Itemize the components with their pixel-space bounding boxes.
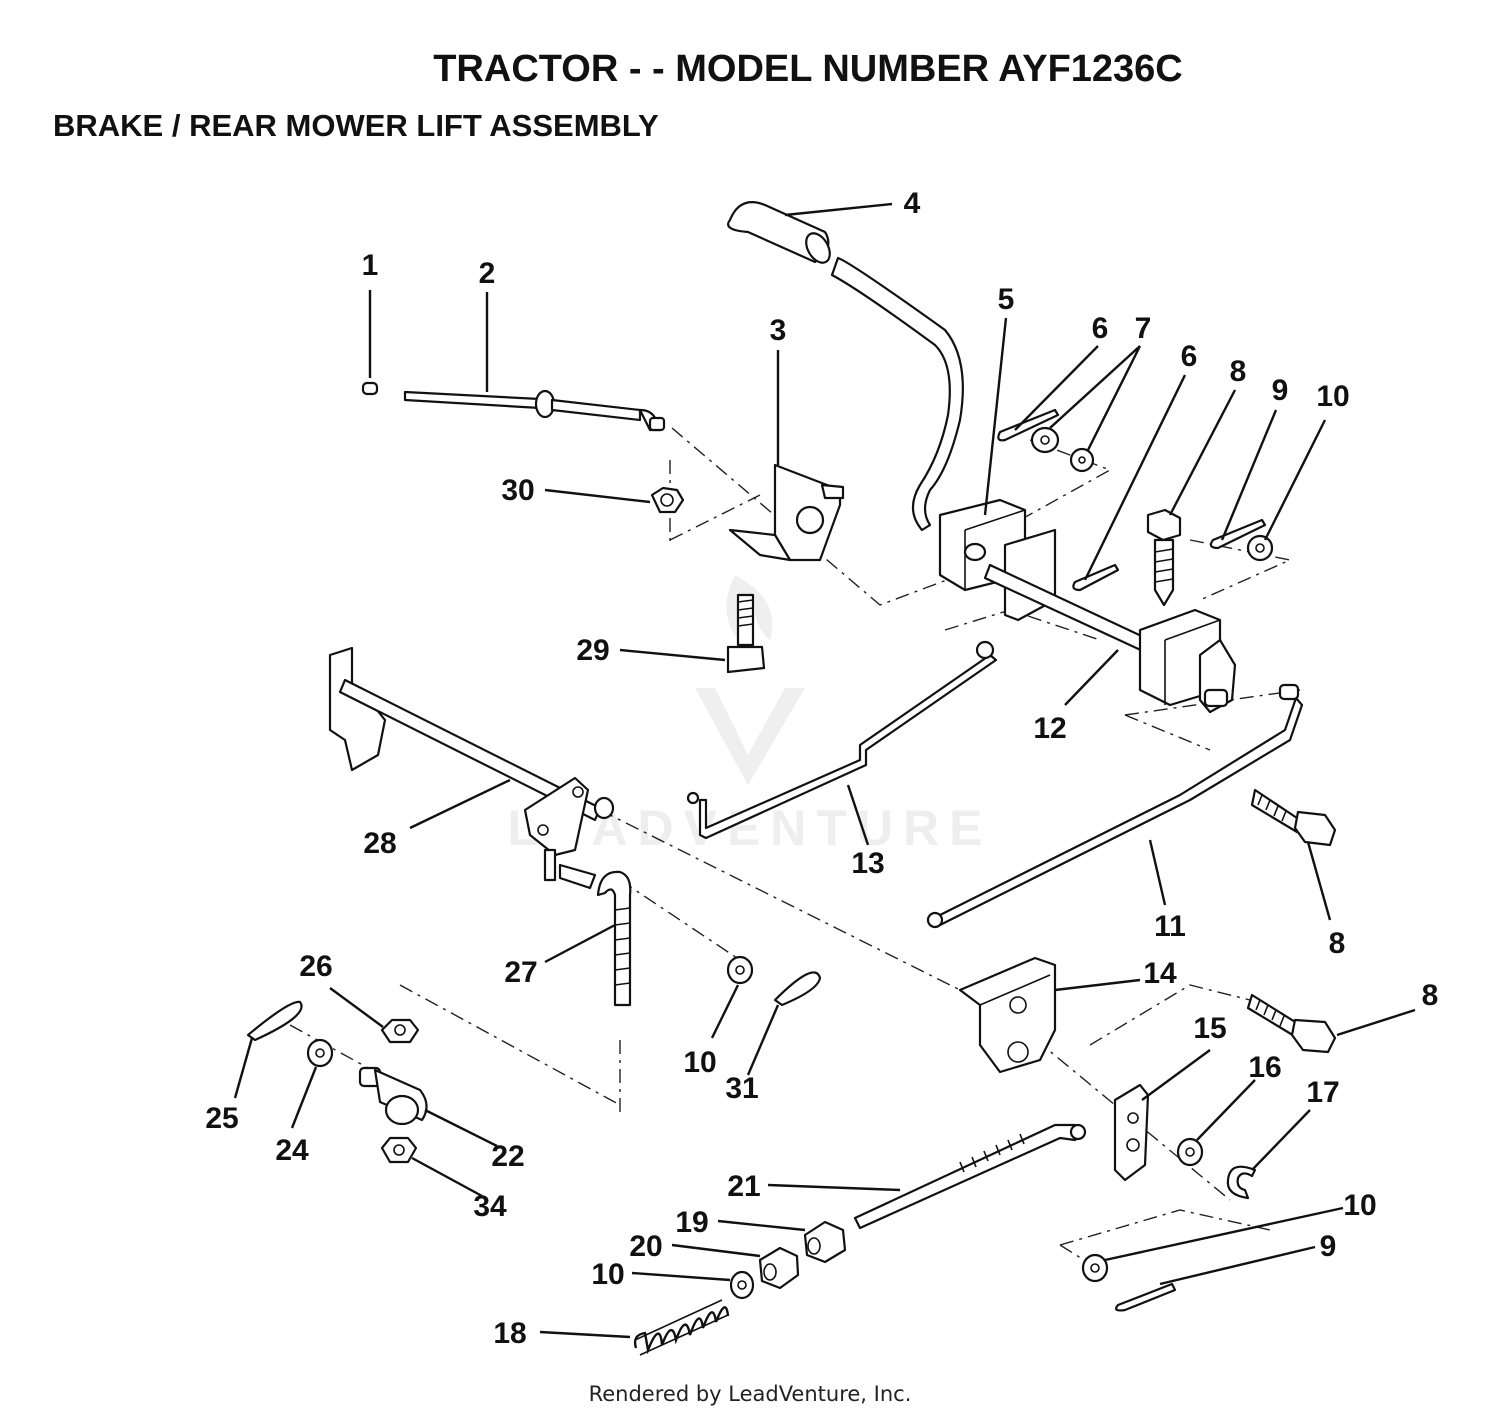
part-10-washer-upper <box>1246 534 1274 562</box>
callout-16: 16 <box>1248 1051 1281 1084</box>
part-8-bolt-middle <box>1250 788 1337 847</box>
part-6-pin-lower <box>1072 563 1120 592</box>
callout-21: 21 <box>727 1170 760 1203</box>
part-10-washer-lower-right <box>1081 1253 1109 1283</box>
callout-20: 20 <box>629 1230 662 1263</box>
part-16-washer <box>1176 1137 1204 1167</box>
part-17-e-clip <box>1226 1165 1257 1200</box>
callout-26: 26 <box>299 950 332 983</box>
callout-10-lower: 10 <box>591 1258 624 1291</box>
part-14-bracket <box>958 956 1057 1074</box>
callout-28: 28 <box>363 827 396 860</box>
part-5-lift-handle <box>830 256 1057 622</box>
callout-12: 12 <box>1033 712 1066 745</box>
part-10-washer-middle <box>726 955 754 985</box>
callout-10-right: 10 <box>1343 1189 1376 1222</box>
part-22-trunnion <box>358 1066 428 1126</box>
callout-2: 2 <box>479 257 496 290</box>
callout-18: 18 <box>493 1317 526 1350</box>
callout-5: 5 <box>998 283 1015 316</box>
callout-8-middle: 8 <box>1329 927 1346 960</box>
callout-13: 13 <box>851 847 884 880</box>
part-18-spring <box>633 1299 730 1356</box>
part-9-pin-lower <box>1115 1282 1177 1312</box>
callout-27: 27 <box>504 956 537 989</box>
part-2-brake-rod <box>403 389 666 432</box>
callout-15: 15 <box>1193 1012 1226 1045</box>
part-8-bolt-upper <box>1146 508 1182 607</box>
callout-10-middle: 10 <box>683 1046 716 1079</box>
part-31-hairpin <box>773 971 822 1007</box>
callout-6-upper: 6 <box>1092 312 1109 345</box>
part-13-rod <box>686 640 998 840</box>
part-15-plate <box>1113 1083 1150 1182</box>
part-27-eyebolt <box>596 870 632 1007</box>
callout-29: 29 <box>576 634 609 667</box>
assembly-subtitle: BRAKE / REAR MOWER LIFT ASSEMBLY <box>53 108 659 143</box>
part-24-washer <box>306 1038 334 1068</box>
part-1-pin <box>361 381 379 396</box>
callout-31: 31 <box>725 1072 758 1105</box>
callout-4: 4 <box>904 187 921 220</box>
callout-14: 14 <box>1143 957 1177 990</box>
part-10-washer-lower-left <box>729 1270 755 1300</box>
callout-7: 7 <box>1135 312 1152 345</box>
callout-8-upper: 8 <box>1230 355 1247 388</box>
part-25-hairpin <box>246 1000 303 1042</box>
callout-9-upper: 9 <box>1272 374 1289 407</box>
callout-3: 3 <box>770 314 787 347</box>
callout-10-upper: 10 <box>1316 380 1349 413</box>
part-21-threaded-rod <box>853 1123 1087 1230</box>
part-34-locknut <box>380 1136 418 1164</box>
part-9-pin-upper <box>1209 518 1267 550</box>
part-4-grip <box>727 201 831 264</box>
part-26-nut <box>380 1018 420 1044</box>
callout-9-lower: 9 <box>1320 1230 1337 1263</box>
part-7-washers <box>1030 426 1095 473</box>
callout-30: 30 <box>501 474 534 507</box>
callout-24: 24 <box>275 1134 309 1167</box>
part-8-bolt-lower <box>1246 993 1337 1054</box>
page-title: TRACTOR - - MODEL NUMBER AYF1236C <box>433 48 1183 90</box>
callout-22: 22 <box>491 1140 524 1173</box>
callout-6-lower: 6 <box>1181 340 1198 373</box>
part-19-nut <box>803 1220 847 1264</box>
callout-8-lower: 8 <box>1422 979 1439 1012</box>
callout-11: 11 <box>1154 910 1186 943</box>
part-6-pin-upper <box>997 408 1060 442</box>
callout-17: 17 <box>1306 1076 1339 1109</box>
callout-19: 19 <box>675 1206 708 1239</box>
part-11-rod <box>926 683 1304 929</box>
footer-credit: Rendered by LeadVenture, Inc. <box>588 1382 912 1406</box>
callout-25: 25 <box>205 1102 238 1135</box>
part-12-lift-shaft <box>983 563 1237 714</box>
part-28-cross-shaft <box>328 646 615 890</box>
part-20-nut <box>758 1246 800 1290</box>
part-3-bracket <box>728 463 845 562</box>
callout-labels: 1 2 3 4 5 6 7 6 8 9 10 30 29 12 28 13 11… <box>205 187 1438 1350</box>
callout-1: 1 <box>362 249 379 282</box>
callout-34: 34 <box>473 1190 507 1223</box>
part-30-nut <box>650 486 685 514</box>
leader-lines <box>233 202 1416 1339</box>
part-29-bolt <box>726 593 766 674</box>
